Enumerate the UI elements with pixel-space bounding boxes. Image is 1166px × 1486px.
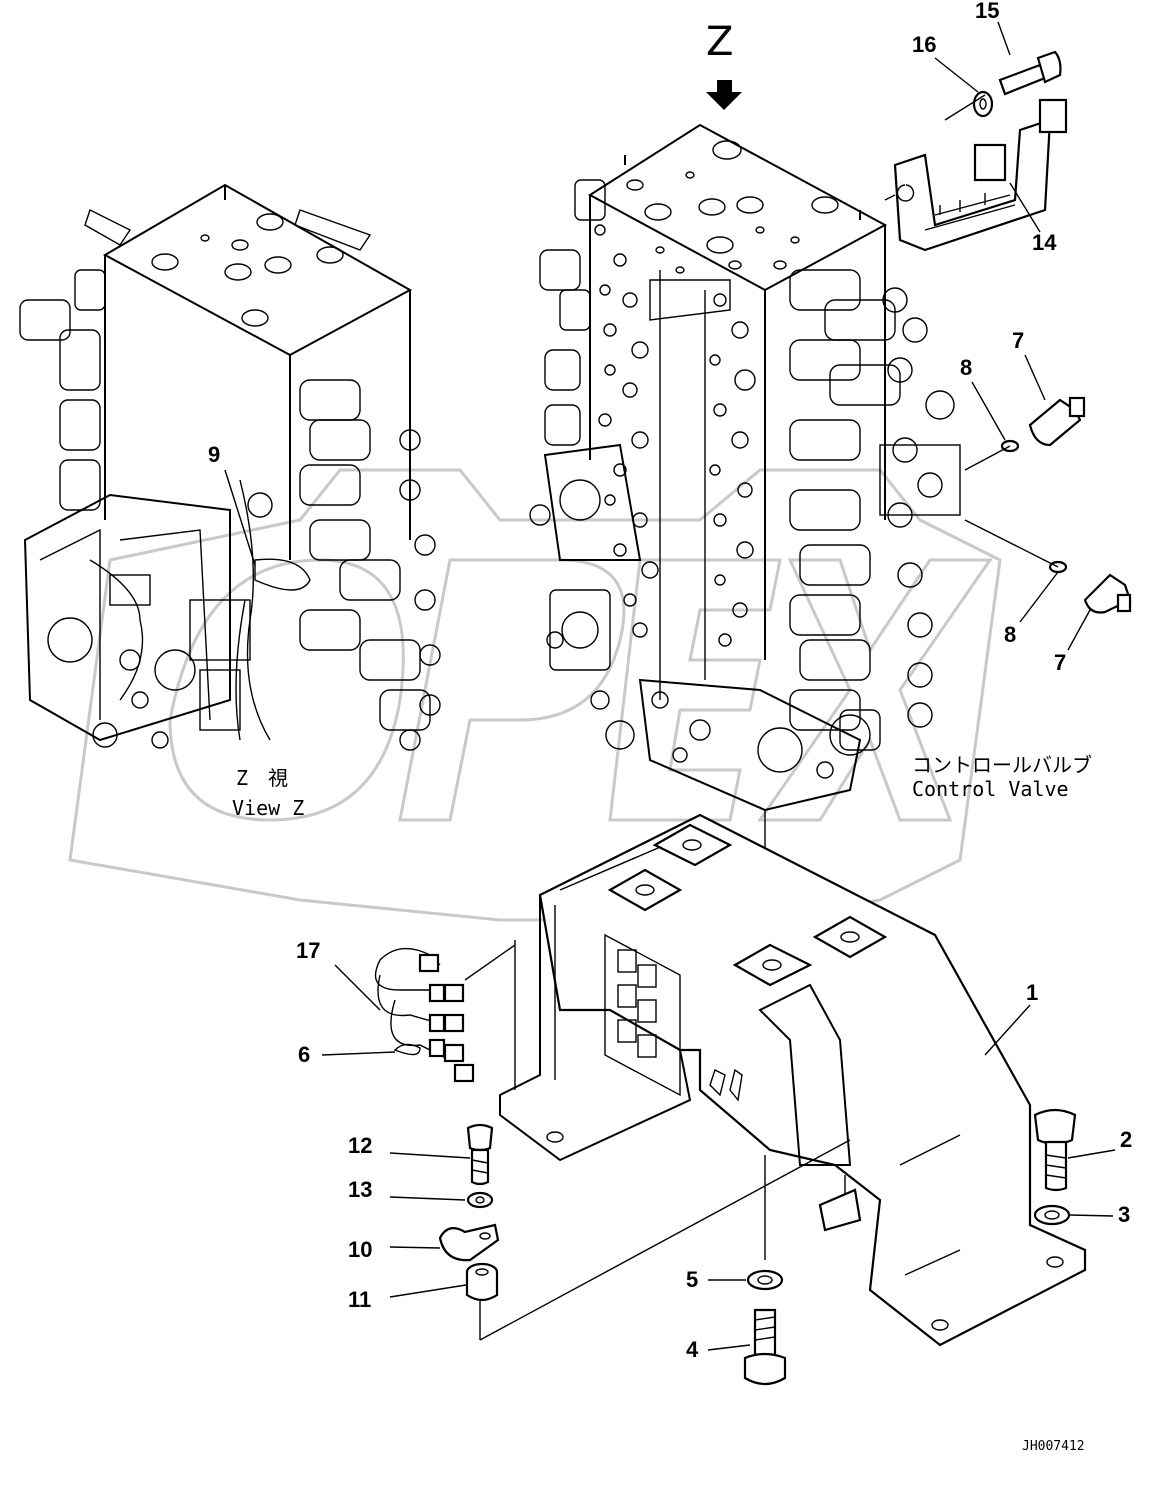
callout-12: 12 <box>348 1133 372 1158</box>
control-valve-caption-en: Control Valve <box>912 777 1069 801</box>
valve-assembly-view-z <box>19 183 441 751</box>
callout-8-upper: 8 <box>960 355 972 380</box>
callouts: 15 16 14 7 8 8 7 9 1 2 3 4 5 17 6 12 13 … <box>208 0 1132 1362</box>
relay-bracket <box>884 50 1068 252</box>
callout-3: 3 <box>1118 1202 1130 1227</box>
mounting-bracket <box>479 813 1087 1347</box>
watermark-logo <box>68 468 1002 922</box>
wire-harness <box>374 944 516 1083</box>
callout-7-upper: 7 <box>1012 328 1024 353</box>
callout-11: 11 <box>348 1287 371 1312</box>
callout-16: 16 <box>912 32 936 57</box>
pressure-sensors <box>964 396 1132 614</box>
callout-9: 9 <box>208 442 220 467</box>
control-valve-assembly <box>529 123 961 960</box>
callout-14: 14 <box>1032 230 1057 255</box>
drawing-code: JH007412 <box>1022 1439 1085 1454</box>
callout-6: 6 <box>298 1042 310 1067</box>
callout-15: 15 <box>975 0 999 23</box>
view-z-arrow: Z <box>706 19 742 110</box>
view-z-caption-jp: Z 視 <box>236 766 288 790</box>
view-z-caption-en: View Z <box>232 796 304 820</box>
callout-2: 2 <box>1120 1127 1132 1152</box>
view-z-marker: Z <box>706 19 733 65</box>
clamp-parts <box>438 1123 500 1302</box>
callout-4: 4 <box>686 1337 699 1362</box>
callout-13: 13 <box>348 1177 372 1202</box>
callout-5: 5 <box>686 1267 698 1292</box>
bolt-and-washer-bottom <box>743 1269 787 1386</box>
callout-1: 1 <box>1026 980 1038 1005</box>
callout-7-lower: 7 <box>1054 650 1066 675</box>
control-valve-caption-jp: コントロールバルブ <box>912 753 1092 777</box>
callout-17: 17 <box>296 938 320 963</box>
callout-8-lower: 8 <box>1004 622 1016 647</box>
bolt-and-washer-right <box>1033 1108 1077 1226</box>
callout-10: 10 <box>348 1237 372 1262</box>
